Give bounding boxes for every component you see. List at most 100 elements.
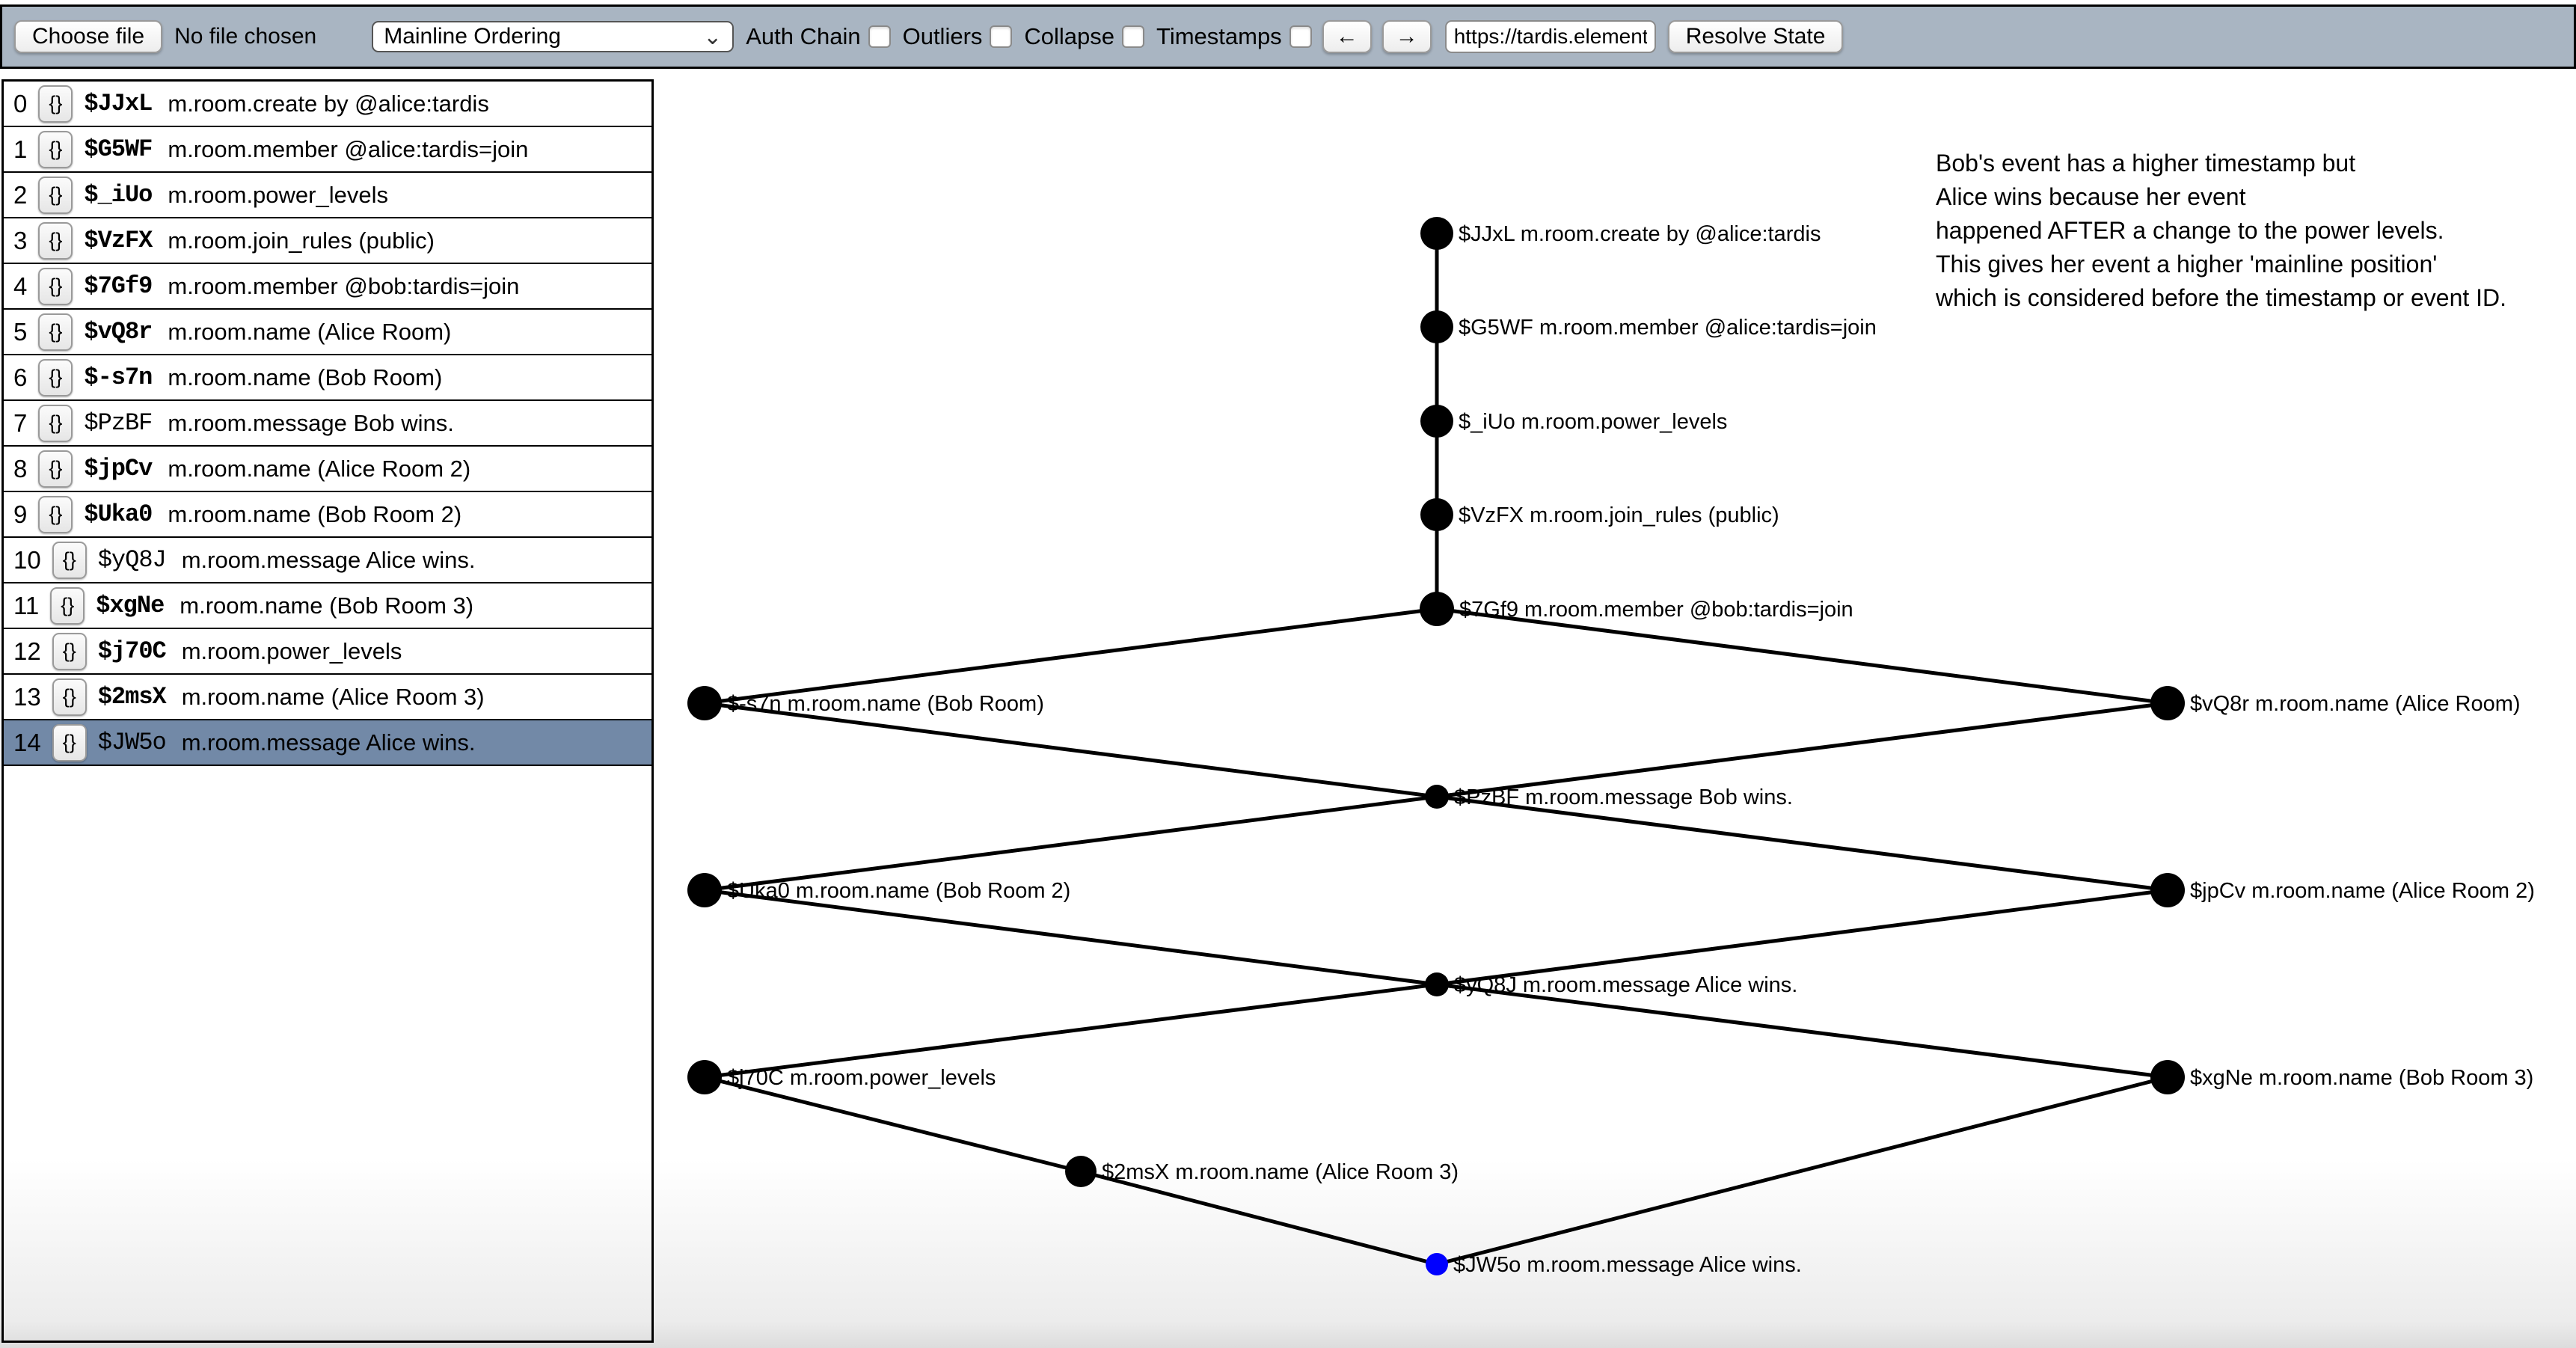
graph-node-$VzFX[interactable] [1420, 498, 1453, 531]
outliers-toggle: Outliers [903, 23, 1013, 50]
ordering-select[interactable]: Mainline Ordering ⌄ [372, 21, 735, 52]
graph-node-$j70C[interactable] [687, 1060, 722, 1094]
graph-node-$2msX[interactable] [1065, 1156, 1097, 1187]
event-type: m.room.member @alice:tardis=join [168, 135, 529, 162]
graph-edge [704, 607, 1438, 705]
event-id: $xgNe [96, 592, 165, 619]
graph-node-$vQ8r[interactable] [2150, 686, 2185, 720]
graph-node-$JW5o[interactable] [1426, 1253, 1448, 1275]
event-row-8[interactable]: 8 {} $jpCv m.room.name (Alice Room 2) [4, 447, 651, 492]
event-row-5[interactable]: 5 {} $vQ8r m.room.name (Alice Room) [4, 310, 651, 355]
graph-edge [704, 794, 1438, 892]
graph-node-label: $xgNe m.room.name (Bob Room 3) [2190, 1066, 2533, 1090]
event-row-3[interactable]: 3 {} $VzFX m.room.join_rules (public) [4, 218, 651, 264]
mainline-explanation-line: This gives her event a higher 'mainline … [1936, 251, 2438, 278]
event-row-4[interactable]: 4 {} $7Gf9 m.room.member @bob:tardis=joi… [4, 264, 651, 310]
graph-edge [704, 982, 1438, 1079]
event-row-12[interactable]: 12 {} $j70C m.room.power_levels [4, 629, 651, 675]
event-row-6[interactable]: 6 {} $-s7n m.room.name (Bob Room) [4, 355, 651, 401]
event-json-button[interactable]: {} [52, 541, 87, 579]
graph-edge [1436, 888, 2168, 987]
event-json-button[interactable]: {} [38, 358, 73, 396]
event-id: $j70C [97, 637, 167, 665]
resolve-state-button[interactable]: Resolve State [1667, 20, 1844, 53]
event-row-13[interactable]: 13 {} $2msX m.room.name (Alice Room 3) [4, 675, 651, 720]
graph-node-label: $-s7n m.room.name (Bob Room) [727, 692, 1044, 716]
event-json-button[interactable]: {} [50, 586, 85, 625]
event-type: m.room.message Alice wins. [181, 729, 476, 756]
graph-node-$7Gf9[interactable] [1420, 592, 1454, 626]
event-json-button[interactable]: {} [38, 267, 73, 305]
back-button[interactable]: ← [1322, 20, 1372, 53]
graph-node-label: $yQ8J m.room.message Alice wins. [1454, 973, 1797, 997]
event-json-button[interactable]: {} [52, 678, 87, 716]
event-index: 5 [13, 317, 28, 346]
collapse-checkbox[interactable] [1122, 25, 1145, 48]
graph-node-$jpCv[interactable] [2150, 873, 2185, 907]
event-row-10[interactable]: 10 {} $yQ8J m.room.message Alice wins. [4, 538, 651, 583]
graph-node-$JJxL[interactable] [1420, 217, 1453, 250]
graph-edge [1436, 701, 2168, 799]
event-type: m.room.name (Bob Room) [168, 364, 443, 390]
choose-file-button[interactable]: Choose file [14, 20, 163, 53]
event-json-button[interactable]: {} [38, 404, 73, 442]
timestamps-toggle: Timestamps [1156, 23, 1312, 50]
event-id: $yQ8J [97, 546, 167, 574]
event-json-button[interactable]: {} [38, 176, 73, 214]
event-json-button[interactable]: {} [38, 495, 73, 533]
event-id: $JW5o [97, 729, 167, 756]
event-json-button[interactable]: {} [38, 130, 73, 168]
event-index: 14 [13, 728, 41, 756]
graph-node-label: $JJxL m.room.create by @alice:tardis [1459, 222, 1821, 246]
outliers-checkbox[interactable] [990, 25, 1013, 48]
timestamps-label: Timestamps [1156, 23, 1282, 49]
event-id: $vQ8r [84, 318, 153, 346]
graph-node-$-s7n[interactable] [687, 686, 722, 720]
event-type: m.room.name (Alice Room 2) [168, 455, 471, 482]
graph-edge [1436, 982, 2168, 1079]
event-json-button[interactable]: {} [38, 221, 73, 260]
event-row-2[interactable]: 2 {} $_iUo m.room.power_levels [4, 173, 651, 218]
event-type: m.room.name (Alice Room 3) [181, 683, 485, 710]
event-json-button[interactable]: {} [52, 723, 87, 762]
event-row-9[interactable]: 9 {} $Uka0 m.room.name (Bob Room 2) [4, 492, 651, 538]
graph-node-$G5WF[interactable] [1420, 310, 1453, 343]
graph-node-label: $G5WF m.room.member @alice:tardis=join [1459, 316, 1877, 340]
event-type: m.room.message Alice wins. [181, 546, 476, 573]
graph-edge [1080, 1169, 1438, 1266]
event-json-button[interactable]: {} [38, 313, 73, 351]
event-index: 13 [13, 682, 41, 711]
graph-node-$yQ8J[interactable] [1425, 972, 1449, 996]
server-url-input[interactable] [1444, 20, 1656, 53]
event-type: m.room.name (Alice Room) [168, 318, 452, 345]
event-type: m.room.create by @alice:tardis [168, 90, 489, 117]
graph-node-$PzBF[interactable] [1425, 785, 1449, 809]
graph-edge [704, 888, 1438, 987]
event-row-1[interactable]: 1 {} $G5WF m.room.member @alice:tardis=j… [4, 127, 651, 173]
event-row-14[interactable]: 14 {} $JW5o m.room.message Alice wins. [4, 720, 651, 766]
collapse-toggle: Collapse [1024, 23, 1145, 50]
graph-edge [1436, 1075, 2168, 1266]
event-index: 10 [13, 545, 41, 574]
mainline-explanation: Bob's event has a higher timestamp but A… [1936, 147, 2506, 315]
event-json-button[interactable]: {} [38, 450, 73, 488]
event-type: m.room.name (Bob Room 3) [180, 592, 474, 619]
event-id: $jpCv [84, 455, 153, 482]
graph-node-$_iUo[interactable] [1420, 405, 1453, 438]
graph-node-$Uka0[interactable] [687, 873, 722, 907]
forward-button[interactable]: → [1381, 20, 1432, 53]
event-row-0[interactable]: 0 {} $JJxL m.room.create by @alice:tardi… [4, 82, 651, 127]
timestamps-checkbox[interactable] [1289, 25, 1312, 48]
event-row-11[interactable]: 11 {} $xgNe m.room.name (Bob Room 3) [4, 583, 651, 629]
graph-node-$xgNe[interactable] [2150, 1060, 2185, 1094]
event-json-button[interactable]: {} [52, 632, 87, 670]
event-id: $PzBF [84, 409, 153, 437]
event-type: m.room.power_levels [168, 181, 388, 208]
graph-edge [1436, 794, 2168, 892]
auth-chain-checkbox[interactable] [868, 25, 891, 48]
event-id: $_iUo [84, 181, 153, 209]
event-index: 0 [13, 89, 28, 117]
event-json-button[interactable]: {} [38, 85, 73, 123]
event-row-7[interactable]: 7 {} $PzBF m.room.message Bob wins. [4, 401, 651, 447]
event-type: m.room.message Bob wins. [168, 409, 454, 436]
